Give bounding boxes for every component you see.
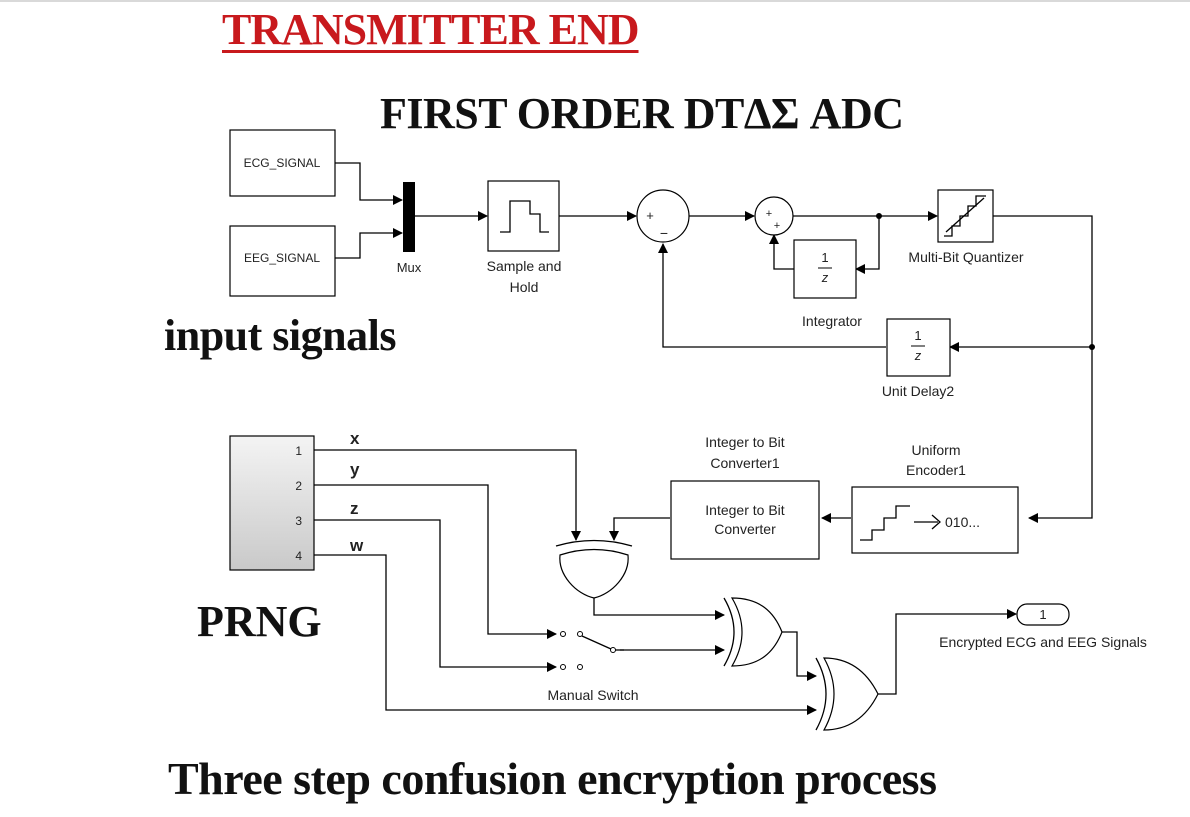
eeg-signal-label: EEG_SIGNAL [244, 251, 320, 265]
signal-w-label: w [349, 536, 364, 555]
signal-y-label: y [350, 460, 360, 479]
process-caption: Three step confusion encryption process [168, 753, 937, 804]
wire-int2bit-xor1 [609, 517, 670, 541]
wire-ecg-mux [335, 162, 403, 205]
mux-block[interactable]: Mux [397, 182, 422, 275]
unit-delay-numerator: 1 [914, 328, 921, 343]
wire-xor2-xor3 [780, 631, 817, 681]
signal-wires [314, 162, 1095, 715]
prng-port-1: 1 [295, 444, 302, 458]
unit-delay-denominator: z [914, 348, 922, 363]
outport-block[interactable]: 1 Encrypted ECG and EEG Signals [939, 603, 1147, 650]
wire-delay-intsum [769, 234, 794, 270]
eeg-signal-block[interactable]: EEG_SIGNAL [229, 225, 336, 297]
wire-xor1-xor2 [593, 598, 725, 620]
prng-block[interactable]: 1 2 3 4 [229, 435, 315, 571]
integrator-plus-sign-2: + [774, 220, 780, 232]
sum-block[interactable]: + − [636, 189, 690, 243]
xor-gate-1[interactable] [555, 539, 633, 599]
wire-w-xor3 [314, 554, 817, 715]
page-title: TRANSMITTER END [222, 5, 640, 54]
junction-dot [1089, 344, 1095, 350]
wire-z-switch [314, 519, 557, 672]
encoder-symbol: 010... [945, 514, 980, 530]
sample-hold-icon [500, 200, 549, 233]
sample-hold-label-2: Hold [510, 279, 539, 295]
ecg-signal-label: ECG_SIGNAL [244, 156, 321, 170]
outport-number: 1 [1039, 607, 1046, 622]
wire-int-feedback [855, 216, 880, 274]
wire-x-xor1 [314, 449, 581, 541]
wire-quant-encoder [993, 215, 1093, 523]
sample-hold-label-1: Sample and [487, 258, 562, 274]
sum-plus-sign: + [646, 208, 654, 223]
xor-gate-3[interactable] [815, 657, 879, 731]
prng-port-4: 4 [295, 549, 302, 563]
mux-label: Mux [397, 260, 422, 275]
xor-gate-2[interactable] [723, 597, 783, 667]
quantizer-label: Multi-Bit Quantizer [908, 249, 1023, 265]
manual-switch[interactable]: Manual Switch [547, 631, 639, 704]
uniform-encoder-label-2: Encoder1 [906, 462, 966, 478]
ecg-signal-block[interactable]: ECG_SIGNAL [229, 129, 336, 197]
integrator-denominator: z [821, 270, 829, 285]
junction-dot [876, 213, 882, 219]
prng-port-3: 3 [295, 514, 302, 528]
integrator-label: Integrator [802, 313, 862, 329]
wire-eeg-mux [335, 228, 403, 259]
input-signals-label: input signals [164, 311, 396, 360]
adc-title: FIRST ORDER DTΔΣ ADC [380, 89, 904, 138]
integrator-plus-sign-1: + [766, 208, 772, 220]
encoder-staircase-icon [860, 505, 910, 541]
wire-y-switch [314, 484, 557, 639]
uniform-encoder-block[interactable]: Uniform Encoder1 010... [851, 442, 1019, 554]
prng-label: PRNG [197, 597, 322, 646]
uniform-encoder-label-1: Uniform [911, 442, 960, 458]
top-divider [0, 0, 1190, 2]
wire-delay-sum [658, 243, 886, 348]
unit-delay2-label: Unit Delay2 [882, 383, 955, 399]
quantizer-block[interactable]: Multi-Bit Quantizer [908, 189, 1024, 265]
sample-hold-block[interactable]: Sample and Hold [487, 180, 562, 295]
wire-xor3-outport [878, 609, 1017, 695]
int2bit-title-2: Converter1 [710, 455, 779, 471]
unit-delay2-block[interactable]: 1 z Unit Delay2 [882, 318, 955, 399]
sum-minus-sign: − [660, 225, 668, 241]
prng-port-2: 2 [295, 479, 302, 493]
int2bit-inner-2: Converter [714, 521, 776, 537]
int2bit-inner-1: Integer to Bit [705, 502, 784, 518]
prng-signal-labels: x y z w [349, 429, 364, 555]
int2bit-title-1: Integer to Bit [705, 434, 784, 450]
manual-switch-label: Manual Switch [547, 687, 638, 703]
signal-x-label: x [350, 429, 360, 448]
integrator-delay-block[interactable]: 1 z Integrator [793, 239, 862, 329]
outport-label: Encrypted ECG and EEG Signals [939, 634, 1147, 650]
integrator-sum-block[interactable]: + + [754, 196, 794, 236]
int2bit-converter-block[interactable]: Integer to Bit Converter1 Integer to Bit… [670, 434, 820, 560]
integrator-numerator: 1 [821, 250, 828, 265]
signal-z-label: z [350, 499, 359, 518]
